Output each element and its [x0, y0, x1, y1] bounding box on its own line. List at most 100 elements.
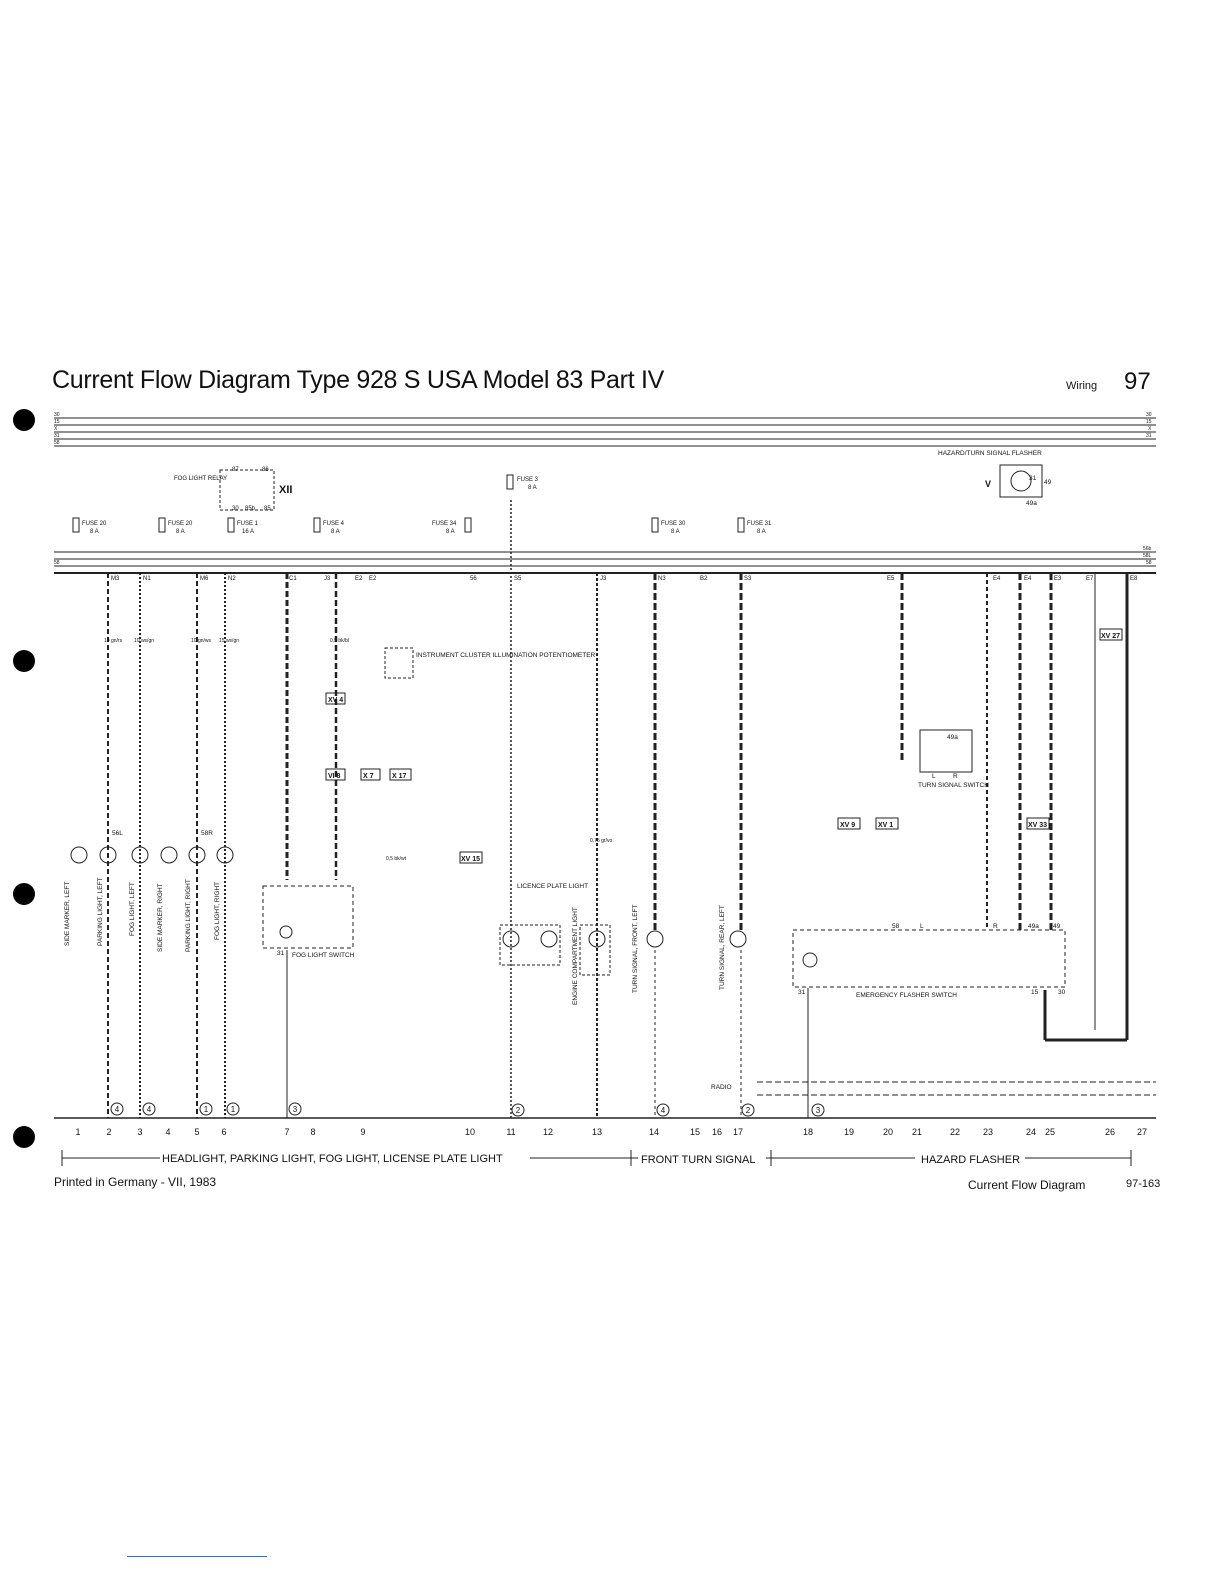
terminal-label: 49a [947, 734, 958, 741]
fuse-label: FUSE 30 [661, 521, 686, 527]
ground-point: 3 [293, 1105, 298, 1114]
column-number: 22 [950, 1127, 960, 1137]
terminal-label: 49 [1053, 923, 1061, 930]
column-number: 8 [310, 1127, 315, 1137]
fuse-label: FUSE 1 [237, 521, 259, 527]
connector-label: C1 [289, 576, 297, 582]
wire-spec: 0,5 bk/wt [386, 856, 407, 862]
fuse-label: FUSE 31 [747, 521, 772, 527]
terminal-label: 49a [1028, 923, 1039, 930]
terminal-label: 15 [1031, 989, 1039, 996]
section-label-front-turn: FRONT TURN SIGNAL [641, 1154, 756, 1166]
bus-label: 30 [1146, 412, 1152, 418]
bus-label: 31 [1146, 433, 1152, 439]
cross-ref: XV 27 [1101, 633, 1120, 640]
component-label: PARKING LIGHT, RIGHT [185, 879, 192, 952]
bus-label: 58 [54, 440, 60, 446]
column-number: 16 [712, 1127, 722, 1137]
footer-doc-title: Current Flow Diagram [968, 1178, 1086, 1192]
connector-label: 56 [470, 576, 477, 582]
column-number: 1 [75, 1127, 80, 1137]
terminal-label: 58R [201, 830, 213, 837]
column-number: 26 [1105, 1127, 1115, 1137]
wire-spec: 10 ws/gn [134, 638, 154, 644]
wire-spec: 0,5 bk/bl [330, 638, 349, 644]
fuse-rating: 8 A [757, 529, 766, 535]
binder-hole [13, 883, 35, 905]
divider [127, 1556, 267, 1557]
connector-label: S5 [514, 576, 522, 582]
binder-hole [13, 650, 35, 672]
column-number: 5 [194, 1127, 199, 1137]
ground-point: 4 [115, 1105, 120, 1114]
connector-label: M3 [111, 576, 120, 582]
component-label: TURN SIGNAL, REAR, LEFT [719, 905, 726, 990]
connector-label: J3 [600, 576, 607, 582]
column-number: 20 [883, 1127, 893, 1137]
relay-terminal: 86 [262, 467, 269, 473]
connector-label: N2 [228, 576, 236, 582]
connector-label: S3 [744, 576, 752, 582]
sub-bus-label: 58 [1146, 560, 1152, 566]
terminal-label: 30 [1058, 989, 1066, 996]
ground-point: 2 [746, 1106, 751, 1115]
relay-label: FOG LIGHT RELAY [174, 476, 227, 482]
column-number: 19 [844, 1127, 854, 1137]
ground-point: 2 [516, 1106, 521, 1115]
terminal-label: 56L [112, 830, 123, 837]
fuse-rating: 8 A [90, 529, 99, 535]
fuse-rating: 8 A [671, 529, 680, 535]
column-number: 4 [165, 1127, 170, 1137]
wire-spec: 0,75 gr/vo [590, 838, 612, 844]
connector-label: E2 [355, 576, 363, 582]
column-number: 12 [543, 1127, 553, 1137]
connector-label: E8 [1130, 576, 1138, 582]
fuse-rating: 8 A [446, 529, 455, 535]
component-label: EMERGENCY FLASHER SWITCH [856, 992, 957, 999]
terminal-label: 31 [1029, 475, 1037, 482]
component-label: RADIO [711, 1084, 732, 1091]
relay-roman-label: XII [279, 484, 292, 496]
wire-spec: 10 gn/ws [191, 638, 212, 644]
bus-label: X [1148, 426, 1152, 432]
column-number: 27 [1137, 1127, 1147, 1137]
footer-printed: Printed in Germany - VII, 1983 [54, 1175, 217, 1189]
relay-terminal: 87 [232, 467, 239, 473]
component-label: TURN SIGNAL, FRONT, LEFT [632, 904, 639, 993]
sub-bus-label: 58L [1143, 553, 1152, 559]
column-number: 18 [803, 1127, 813, 1137]
cross-ref: XV 15 [461, 856, 480, 863]
component-label: FOG LIGHT, RIGHT [214, 882, 221, 940]
fuse-label: FUSE 20 [168, 521, 193, 527]
cross-ref: X 7 [363, 773, 374, 780]
bus-label: 15 [54, 419, 60, 425]
component-label: TURN SIGNAL SWITCH [918, 782, 989, 789]
connector-label: E4 [993, 576, 1001, 582]
column-number: 13 [592, 1127, 602, 1137]
terminal-label: 58 [892, 923, 900, 930]
column-number: 25 [1045, 1127, 1055, 1137]
column-number: 9 [360, 1127, 365, 1137]
bus-label: 30 [54, 412, 60, 418]
component-label: FOG LIGHT SWITCH [292, 952, 355, 959]
sub-bus-label: 56b [1143, 546, 1152, 552]
terminal-label: L [932, 773, 936, 780]
connector-label: E5 [887, 576, 895, 582]
column-number: 7 [284, 1127, 289, 1137]
connector-label: E4 [1024, 576, 1032, 582]
section-label-headlight: HEADLIGHT, PARKING LIGHT, FOG LIGHT, LIC… [162, 1153, 503, 1165]
binder-hole [13, 1126, 35, 1148]
connector-label: E7 [1086, 576, 1094, 582]
terminal-label: 31 [798, 989, 806, 996]
page-title: Current Flow Diagram Type 928 S USA Mode… [52, 366, 665, 394]
page-number: 97 [1124, 368, 1151, 395]
column-number: 24 [1026, 1127, 1036, 1137]
connector-label: B2 [700, 576, 708, 582]
bus-label: 31 [54, 433, 60, 439]
cross-ref: X 17 [392, 773, 407, 780]
ground-point: 3 [816, 1106, 821, 1115]
ground-point: 4 [661, 1106, 666, 1115]
cross-ref: XV 4 [328, 697, 343, 704]
connector-label: E2 [369, 576, 377, 582]
